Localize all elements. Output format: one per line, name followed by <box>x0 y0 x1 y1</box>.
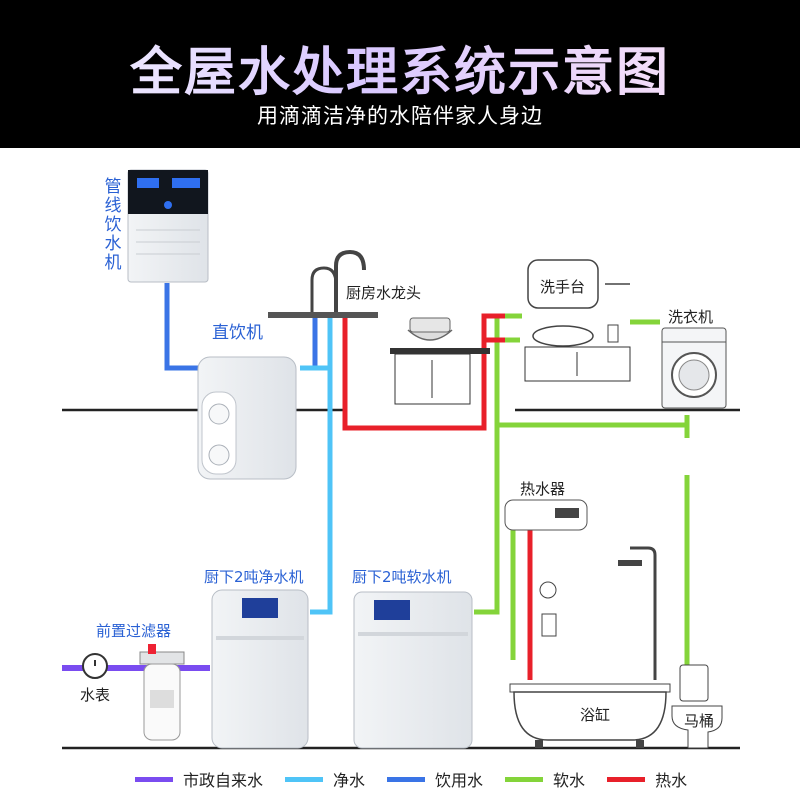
page-subtitle: 用滴滴洁净的水陪伴家人身边 <box>257 104 543 128</box>
legend-swatch-purified <box>285 776 324 782</box>
legend-item-drinking: 饮用水 <box>387 767 483 791</box>
legend: 市政自来水 净水 饮用水 软水 热水 <box>135 766 709 792</box>
legend-label-soft: 软水 <box>553 771 586 790</box>
legend-swatch-hot <box>607 776 646 782</box>
washing-machine-icon <box>661 327 727 409</box>
water-meter-icon <box>82 653 108 679</box>
label-under-sink-softener: 厨下2吨软水机 <box>352 568 452 586</box>
legend-label-municipal: 市政自来水 <box>183 771 264 790</box>
label-toilet: 马桶 <box>684 712 715 730</box>
legend-label-drinking: 饮用水 <box>435 771 484 790</box>
pipe-drinking <box>164 283 318 371</box>
label-under-sink-purifier: 厨下2吨净水机 <box>204 568 304 586</box>
label-washing-machine: 洗衣机 <box>668 308 714 326</box>
label-kitchen-faucet: 厨房水龙头 <box>346 284 422 302</box>
kitchen-faucet-icon <box>268 249 378 318</box>
label-pre-filter: 前置过滤器 <box>96 622 172 640</box>
label-washbasin: 洗手台 <box>540 278 586 296</box>
direct-drinker <box>197 356 297 480</box>
page-title: 全屋水处理系统示意图 <box>0 30 800 105</box>
label-direct-drinker: 直饮机 <box>212 323 263 343</box>
label-water-heater: 热水器 <box>520 480 566 498</box>
legend-item-soft: 软水 <box>505 767 585 791</box>
under-sink-purifier <box>211 589 309 749</box>
label-water-meter: 水表 <box>80 686 111 704</box>
legend-swatch-municipal <box>135 776 173 782</box>
legend-item-purified: 净水 <box>285 767 365 791</box>
under-sink-softener <box>353 591 473 749</box>
cooking-pot-icon <box>407 317 453 341</box>
legend-swatch-drinking <box>387 776 426 782</box>
header-banner: 全屋水处理系统示意图 用滴滴洁净的水陪伴家人身边 <box>0 0 800 148</box>
legend-label-hot: 热水 <box>655 771 688 790</box>
pipe-purified <box>300 316 333 615</box>
shower-icon <box>539 546 657 680</box>
toilet-icon <box>671 664 723 749</box>
water-heater-icon <box>504 499 588 531</box>
pre-filter-icon <box>139 644 185 741</box>
pipe-hot <box>342 313 533 680</box>
pipeline-dispenser <box>127 169 209 283</box>
bathtub-icon <box>509 683 671 748</box>
kitchen-cabinet <box>390 348 490 405</box>
label-bathtub: 浴缸 <box>580 706 611 724</box>
legend-item-hot: 热水 <box>607 767 687 791</box>
legend-label-purified: 净水 <box>333 771 366 790</box>
label-pipeline-dispenser: 管线饮水机 <box>104 177 122 273</box>
legend-item-municipal: 市政自来水 <box>135 767 263 791</box>
legend-swatch-soft <box>505 776 544 782</box>
washbasin-icon <box>524 259 631 382</box>
